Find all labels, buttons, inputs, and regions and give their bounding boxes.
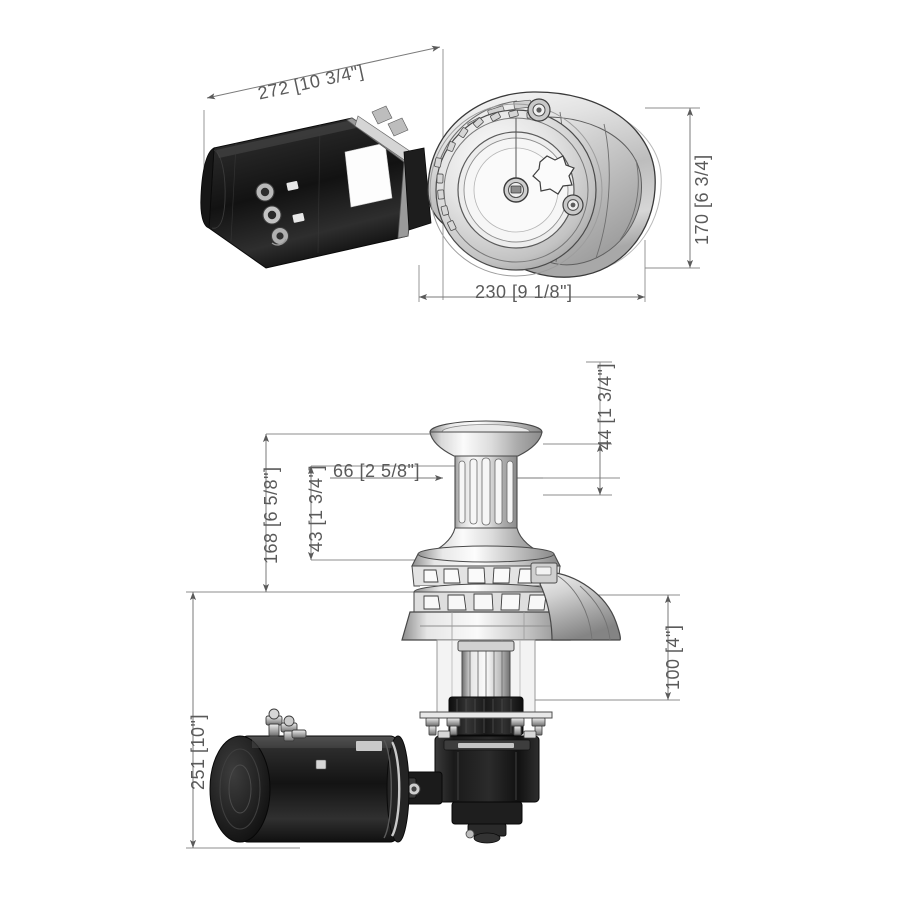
gypsy-chainwheel — [429, 103, 603, 277]
top-view-group — [200, 45, 700, 302]
dimension-label-66: 66 [2 5/8"] — [333, 461, 420, 481]
dimension-label-168: 168 [6 5/8"] — [261, 466, 281, 564]
gearbox — [434, 730, 540, 844]
mounting-plate — [419, 711, 553, 736]
motor-terminals — [255, 182, 289, 246]
dimension-label-251: 251 [10"] — [188, 714, 208, 790]
side-view-motor — [209, 708, 443, 843]
mounting-bolts — [425, 717, 546, 736]
top-view-housing — [427, 91, 662, 278]
dimension-label-230: 230 [9 1/8"] — [475, 282, 573, 302]
dimension-label-43: 43 [1 3/4"] — [306, 465, 326, 552]
motor-terminal-bolts — [265, 708, 307, 742]
side-view-group — [186, 361, 680, 849]
dimension-44 — [586, 361, 612, 495]
housing-fasteners — [527, 98, 584, 216]
dimension-272 — [206, 45, 441, 100]
dimension-label-44: 44 [1 3/4"] — [595, 363, 615, 450]
dimension-label-100: 100 [4"] — [663, 624, 683, 690]
capstan-drum — [427, 420, 545, 555]
top-view-motor — [200, 105, 432, 269]
dimension-label-170: 170 [6 3/4] — [692, 154, 712, 245]
hawse-pipe — [530, 562, 621, 641]
capstan-ribs — [458, 457, 514, 526]
